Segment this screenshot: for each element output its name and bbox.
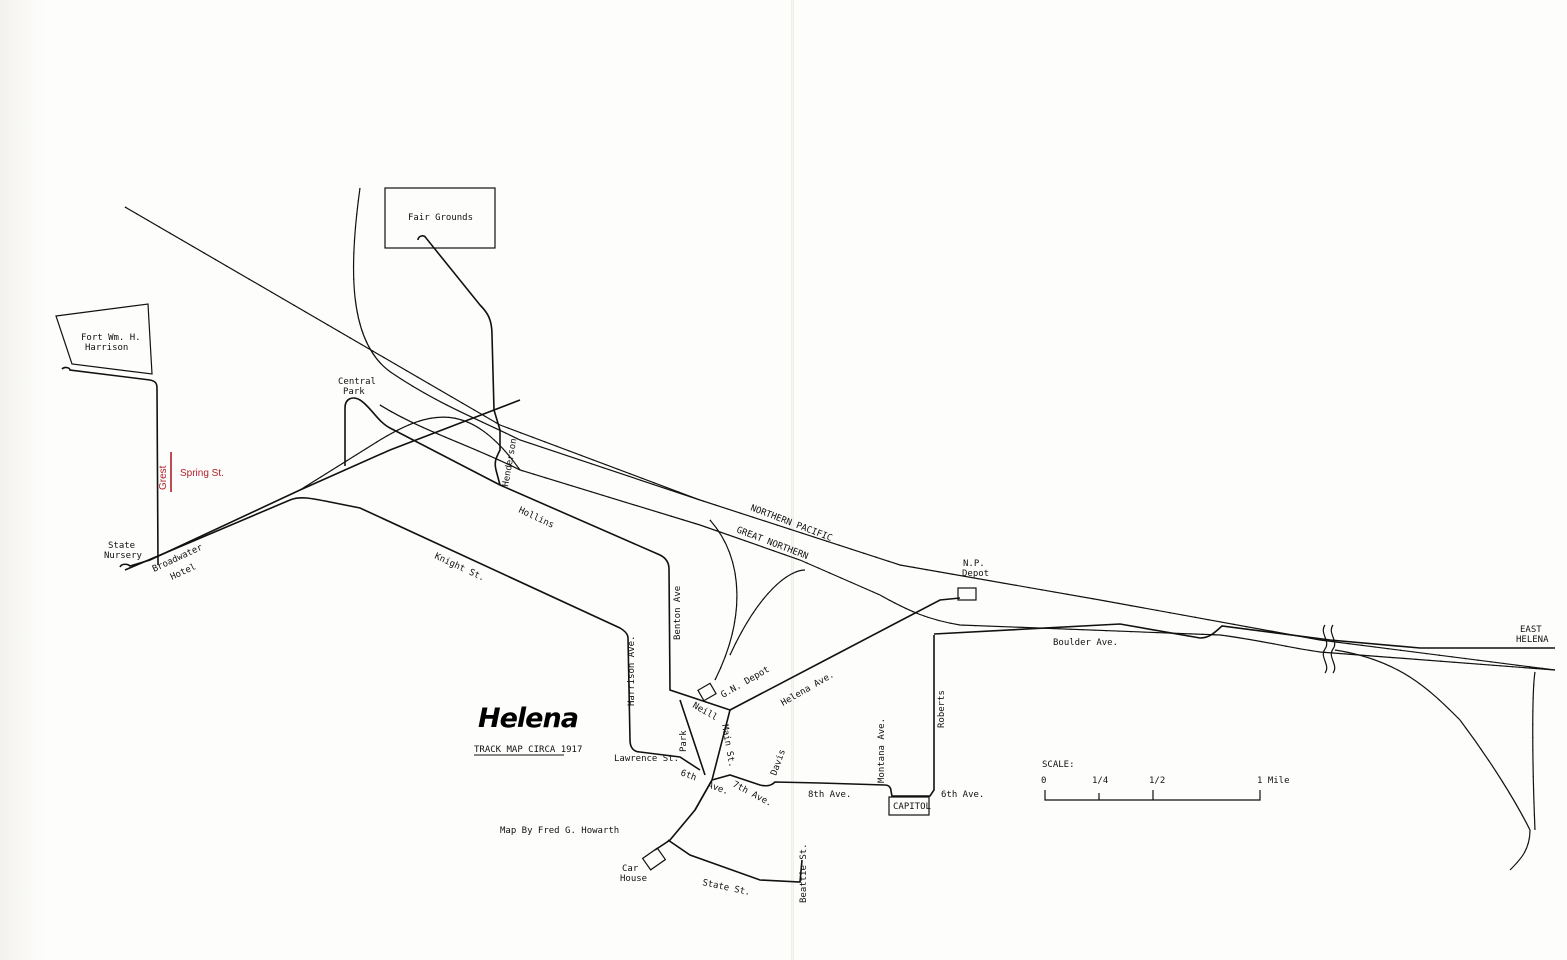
label-roberts: Roberts [937, 690, 947, 728]
label-7th-ave: 7th Ave. [731, 780, 774, 809]
label-state-nursery-2: Nursery [104, 551, 143, 561]
label-hollins: Hollins [517, 506, 556, 531]
label-main: Main St. [719, 724, 736, 768]
label-montana: Montana Ave. [877, 718, 887, 783]
label-harrison: Harrison Ave. [627, 636, 637, 706]
label-fort-1: Fort Wm. H. [81, 333, 141, 343]
rail-ties [124, 187, 1556, 871]
scale-tick-quarter: 1/4 [1092, 776, 1108, 786]
fair-grounds-box [384, 187, 496, 249]
scale-label: SCALE: [1042, 760, 1075, 770]
label-east-helena-2: HELENA [1516, 635, 1549, 645]
label-np-depot-1: N.P. [963, 559, 985, 569]
page-fold [791, 0, 794, 960]
map-subtitle: TRACK MAP CIRCA 1917 [474, 745, 582, 755]
label-6th-ave-east: 6th Ave. [941, 790, 984, 800]
scale-tick-mile: 1 Mile [1257, 776, 1290, 786]
label-east-helena-1: EAST [1520, 625, 1542, 635]
gn-depot-box [697, 682, 717, 702]
label-8th-ave: 8th Ave. [808, 790, 851, 800]
northern-pacific-railroad [124, 187, 1556, 671]
capitol-box [888, 796, 930, 816]
label-beattie: Beattie St. [799, 843, 809, 903]
label-fair-grounds: Fair Grounds [408, 213, 473, 223]
map-title: Helena [478, 703, 578, 734]
np-depot-box [957, 587, 977, 601]
struck-street-name: Grest [158, 465, 169, 490]
label-park: Park [679, 730, 689, 752]
label-np-depot-2: Depot [962, 569, 989, 579]
label-car-house-2: House [620, 874, 647, 884]
label-lawrence: Lawrence St. [614, 754, 679, 764]
label-central-park-1: Central [338, 377, 376, 387]
scale-tick-half: 1/2 [1149, 776, 1165, 786]
car-house-box [641, 847, 667, 871]
label-knight: Knight St. [433, 552, 486, 584]
label-fort-2: Harrison [85, 343, 128, 353]
label-gn-depot: G.N. Depot [720, 665, 772, 701]
annotation-spring-st: Spring St. [180, 468, 224, 479]
scale-bar: SCALE: 0 1/4 1/2 1 Mile [1041, 760, 1290, 801]
label-capitol: CAPITOL [893, 802, 931, 812]
scan-left-margin [0, 0, 44, 960]
label-boulder: Boulder Ave. [1053, 638, 1118, 648]
label-state-nursery-1: State [108, 541, 135, 551]
label-6th-b: Ave. [706, 780, 730, 797]
great-northern-railroad [299, 404, 1556, 681]
label-6th-a: 6th [679, 768, 698, 783]
label-central-park-2: Park [343, 387, 365, 397]
fort-harrison-box [55, 303, 153, 375]
label-benton: Benton Ave [673, 586, 683, 640]
label-davis: Davis [769, 748, 788, 777]
map-credit: Map By Fred G. Howarth [500, 826, 619, 836]
streetcar-lines [61, 235, 1555, 883]
label-car-house-1: Car [622, 864, 639, 874]
label-state-st: State St. [701, 878, 751, 898]
handwritten-correction: Grest Spring St. [158, 452, 224, 492]
label-helena-ave: Helena Ave. [780, 670, 837, 708]
scale-tick-0: 0 [1041, 776, 1046, 786]
